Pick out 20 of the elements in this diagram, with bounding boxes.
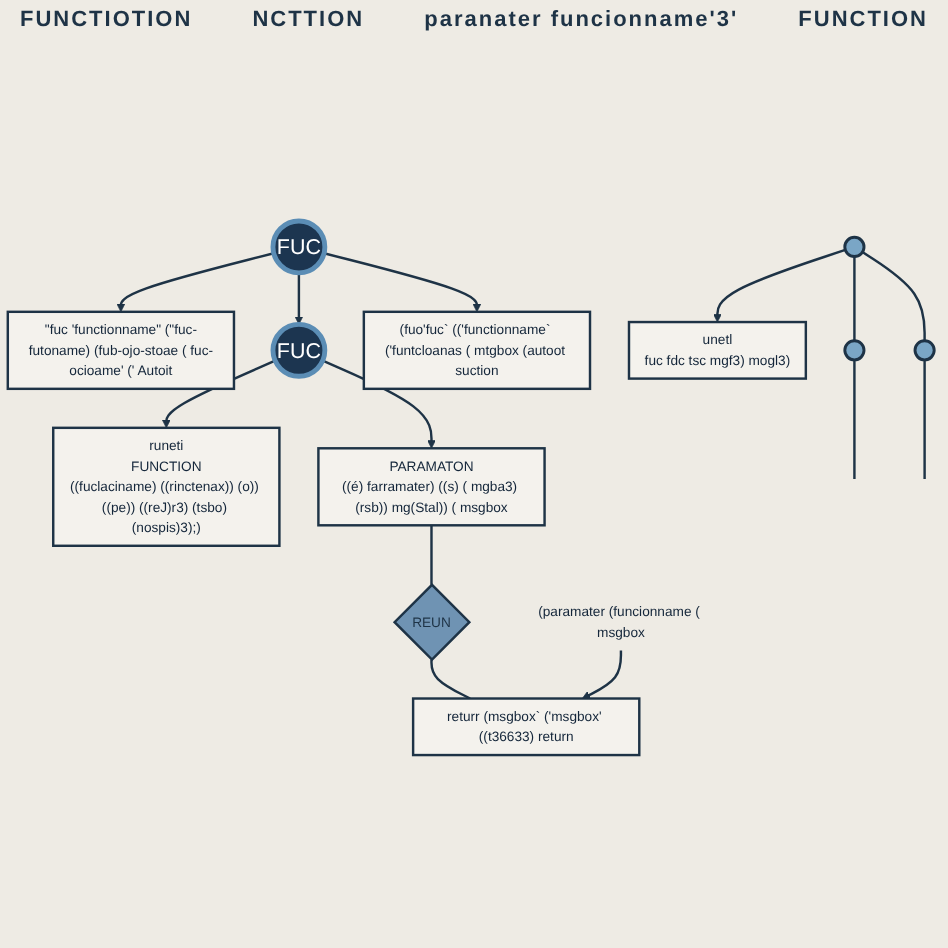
section-heading: paranater funcionname'3' — [424, 8, 739, 32]
node-circle — [843, 235, 866, 258]
section-heading: FUNCTION — [798, 8, 928, 32]
connector — [853, 359, 856, 479]
connector — [853, 256, 856, 341]
arrow — [116, 252, 275, 313]
arrow — [323, 252, 482, 313]
arrow — [581, 650, 623, 699]
arrow — [713, 248, 846, 323]
section-heading: FUNCTIOTION — [20, 8, 193, 32]
node-circle — [913, 339, 936, 362]
connector — [430, 525, 433, 585]
connector — [430, 659, 471, 700]
node-circle: FUC — [270, 321, 328, 379]
node-circle: FUC — [270, 218, 328, 276]
connector — [861, 251, 926, 341]
connector — [923, 359, 926, 479]
node-circle — [843, 339, 866, 362]
arrow — [294, 272, 304, 325]
section-heading: NCTTION — [252, 8, 365, 32]
